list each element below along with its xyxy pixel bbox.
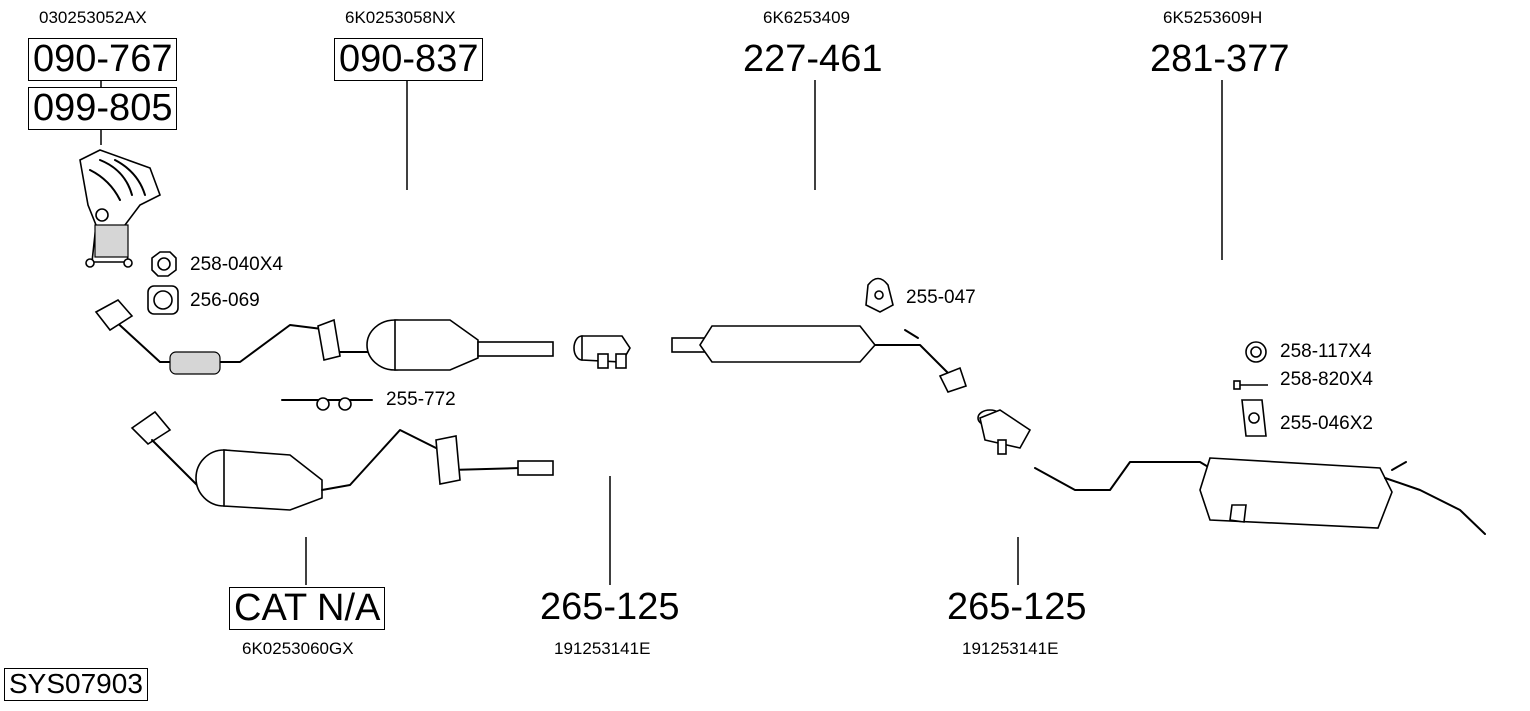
part-manifold-a[interactable]: 090-767 — [28, 38, 178, 81]
part-front-pipe[interactable]: 090-837 — [334, 38, 484, 81]
part-clamp-a[interactable]: 265-125 — [540, 586, 680, 628]
clamp-a-drawing — [573, 335, 631, 369]
oem-manifold: 030253052AX — [39, 8, 147, 27]
middle-silencer-drawing — [671, 325, 968, 393]
cat-alt-drawing — [130, 410, 554, 511]
fitting-mount-middle[interactable]: 255-047 — [906, 287, 976, 308]
front-pipe-drawing — [94, 298, 554, 375]
part-cat-alt[interactable]: CAT N/A — [229, 587, 386, 630]
fitting-ring[interactable]: 258-117X4 — [1280, 341, 1372, 362]
part-manifold-b[interactable]: 099-805 — [28, 87, 178, 130]
oem-front-pipe: 6K0253058NX — [345, 8, 456, 27]
fitting-bracket[interactable]: 255-772 — [386, 389, 456, 410]
fitting-rubber-mount[interactable]: 255-046X2 — [1280, 413, 1373, 434]
oem-clamp-b: 191253141E — [962, 639, 1059, 658]
nut-hole — [157, 257, 171, 271]
part-rear-silencer[interactable]: 281-377 — [1150, 38, 1290, 80]
mount-middle-drawing — [865, 277, 894, 313]
bolt-head — [1233, 380, 1241, 390]
system-id: SYS07903 — [4, 668, 148, 701]
ring-hole — [1250, 346, 1262, 358]
manifold-drawing — [79, 149, 161, 268]
oem-clamp-a: 191253141E — [554, 639, 651, 658]
gasket-hole — [153, 290, 173, 310]
clamp-b-drawing — [977, 409, 1032, 455]
fitting-bolt[interactable]: 258-820X4 — [1280, 369, 1373, 390]
bracket-drawing — [281, 397, 373, 411]
oem-middle-silencer: 6K6253409 — [763, 8, 850, 27]
fitting-nut[interactable]: 258-040X4 — [190, 254, 283, 275]
rear-silencer-drawing — [1034, 457, 1486, 535]
fitting-gasket[interactable]: 256-069 — [190, 290, 260, 311]
rubber-mount-hole — [1248, 412, 1260, 424]
oem-cat-alt: 6K0253060GX — [242, 639, 354, 658]
part-middle-silencer[interactable]: 227-461 — [743, 38, 883, 80]
oem-rear-silencer: 6K5253609H — [1163, 8, 1263, 27]
part-clamp-b[interactable]: 265-125 — [947, 586, 1087, 628]
